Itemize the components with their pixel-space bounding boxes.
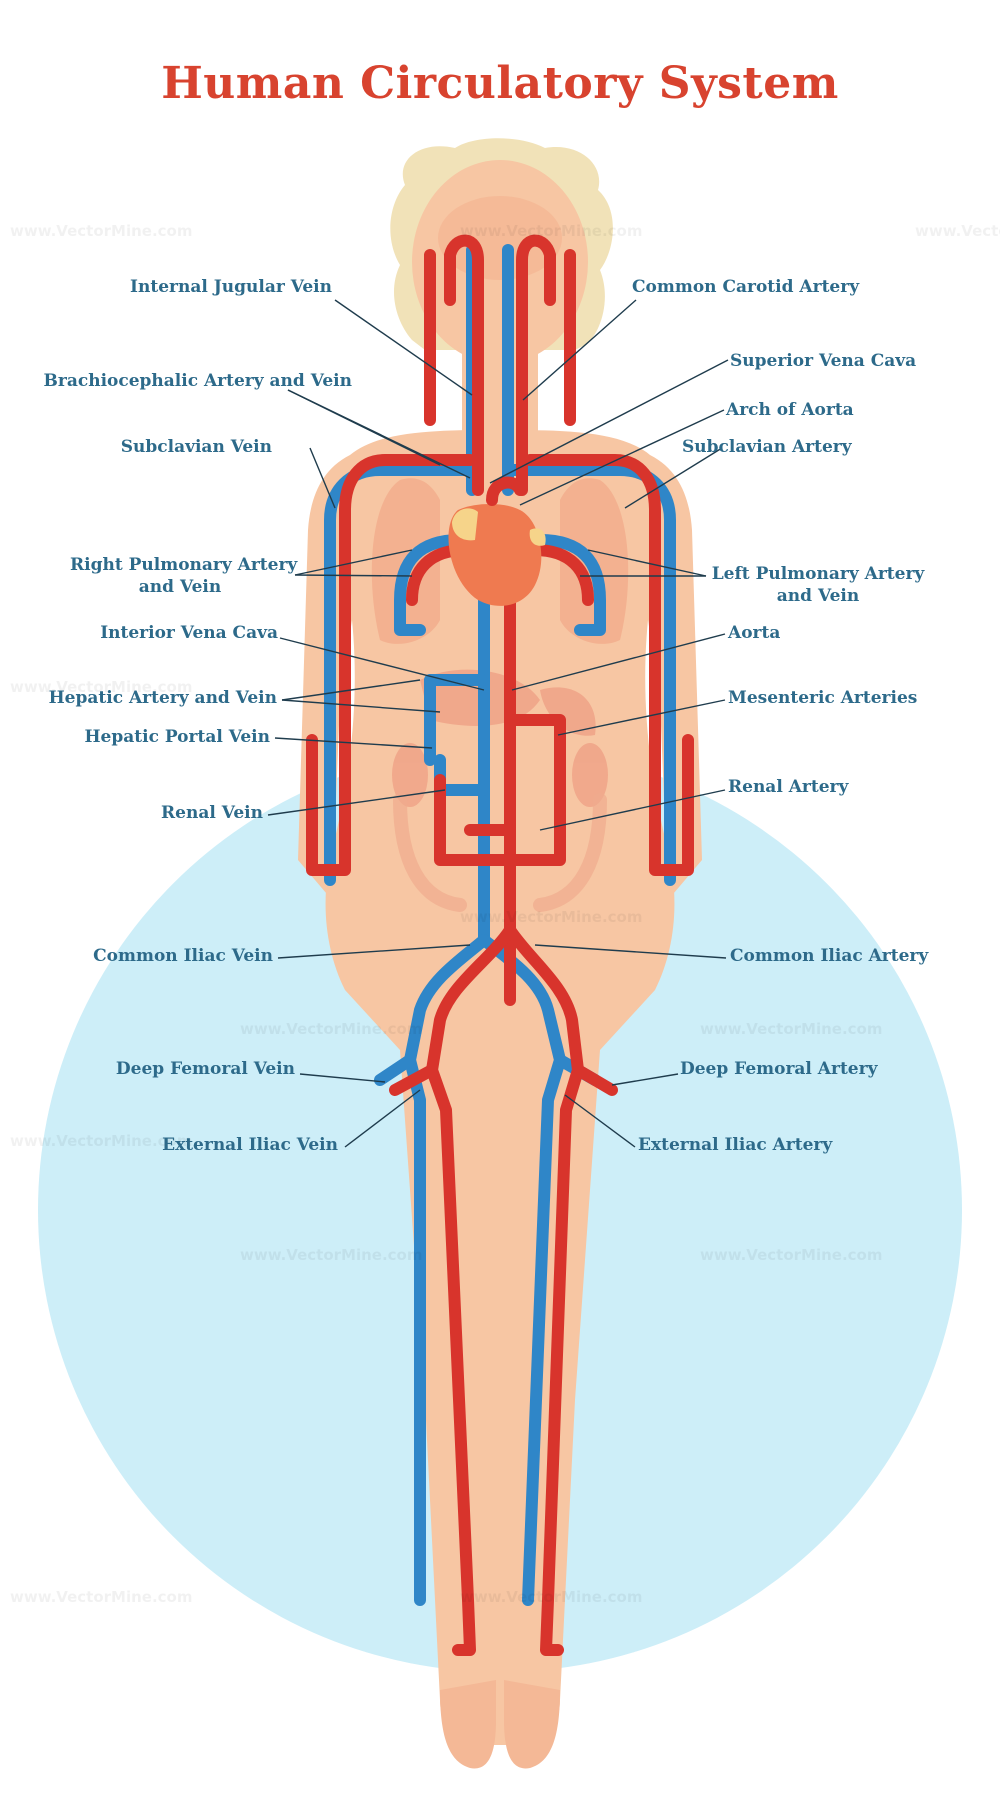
label-left-pulmonary: Left Pulmonary Artery and Vein (706, 563, 930, 607)
watermark: www.VectorMine.com (240, 1020, 423, 1038)
leader-interior-vena-cava (279, 637, 485, 691)
leader-left-pulmonary-1 (587, 549, 707, 577)
feet (440, 1680, 560, 1769)
leader-external-iliac-vein (344, 1089, 421, 1148)
leader-hepatic-1 (281, 679, 421, 701)
label-right-pulmonary-line1: Right Pulmonary Artery (70, 555, 298, 575)
watermark: www.VectorMine.com (460, 222, 643, 240)
label-hepatic-portal-vein: Hepatic Portal Vein (84, 727, 271, 747)
heart (448, 476, 546, 606)
label-common-iliac-vein: Common Iliac Vein (93, 946, 273, 966)
leader-mesenteric-arteries (557, 699, 726, 736)
leader-renal-vein (267, 789, 446, 816)
page-title: Human Circulatory System (161, 58, 839, 109)
leader-common-carotid-artery (522, 299, 637, 401)
watermark: www.VectorMine.com (240, 1246, 423, 1264)
label-interior-vena-cava: Interior Vena Cava (100, 623, 278, 643)
leader-common-iliac-vein (277, 944, 471, 959)
leader-aorta (511, 633, 726, 691)
leader-deep-femoral-vein (299, 1073, 386, 1083)
leader-brachiocephalic-2 (287, 389, 471, 479)
label-right-pulmonary: Right Pulmonary Artery and Vein (70, 554, 298, 598)
watermark: www.VectorMine.com (10, 1132, 193, 1150)
label-deep-femoral-vein: Deep Femoral Vein (115, 1059, 295, 1079)
label-aorta: Aorta (728, 623, 781, 643)
label-mesenteric-arteries: Mesenteric Arteries (728, 688, 918, 708)
label-common-carotid-artery: Common Carotid Artery (632, 277, 860, 297)
leader-internal-jugular-vein (334, 299, 473, 396)
leader-hepatic-portal-vein (274, 737, 433, 749)
leader-external-iliac-artery (564, 1094, 636, 1148)
label-renal-artery: Renal Artery (728, 777, 849, 797)
leader-subclavian-artery (624, 447, 723, 509)
watermark: www.VectorMine.com (915, 222, 1000, 240)
label-internal-jugular-vein: Internal Jugular Vein (130, 277, 332, 297)
intestines (393, 793, 607, 912)
label-hepatic-artery-vein: Hepatic Artery and Vein (48, 688, 277, 708)
arteries (306, 234, 694, 1656)
label-brachiocephalic: Brachiocephalic Artery and Vein (43, 371, 352, 391)
label-left-pulmonary-line2: and Vein (776, 586, 860, 606)
label-right-pulmonary-line2: and Vein (138, 577, 222, 597)
watermark: www.VectorMine.com (10, 678, 193, 696)
label-subclavian-vein: Subclavian Vein (120, 437, 272, 457)
watermark: www.VectorMine.com (700, 1246, 883, 1264)
leader-deep-femoral-artery (611, 1073, 679, 1086)
leader-superior-vena-cava (489, 359, 729, 484)
label-common-iliac-artery: Common Iliac Artery (730, 946, 929, 966)
label-deep-femoral-artery: Deep Femoral Artery (680, 1059, 878, 1079)
label-superior-vena-cava: Superior Vena Cava (730, 351, 917, 371)
label-external-iliac-vein: External Iliac Vein (162, 1135, 338, 1155)
leader-hepatic-2 (281, 699, 441, 713)
label-renal-vein: Renal Vein (161, 803, 263, 823)
watermark: www.VectorMine.com (10, 222, 193, 240)
leader-right-pulmonary-2 (294, 574, 413, 577)
leader-renal-artery (539, 789, 726, 831)
watermark: www.VectorMine.com (460, 1588, 643, 1606)
label-external-iliac-artery: External Iliac Artery (638, 1135, 833, 1155)
leader-right-pulmonary-1 (294, 549, 413, 576)
label-left-pulmonary-line1: Left Pulmonary Artery (711, 564, 925, 584)
leader-subclavian-vein (309, 447, 336, 509)
watermark: www.VectorMine.com (10, 1588, 193, 1606)
label-subclavian-artery: Subclavian Artery (682, 437, 852, 457)
label-arch-of-aorta: Arch of Aorta (726, 400, 854, 420)
watermark: www.VectorMine.com (700, 1020, 883, 1038)
leader-arch-of-aorta (519, 409, 725, 506)
leader-common-iliac-artery (534, 944, 727, 959)
watermark: www.VectorMine.com (460, 908, 643, 926)
